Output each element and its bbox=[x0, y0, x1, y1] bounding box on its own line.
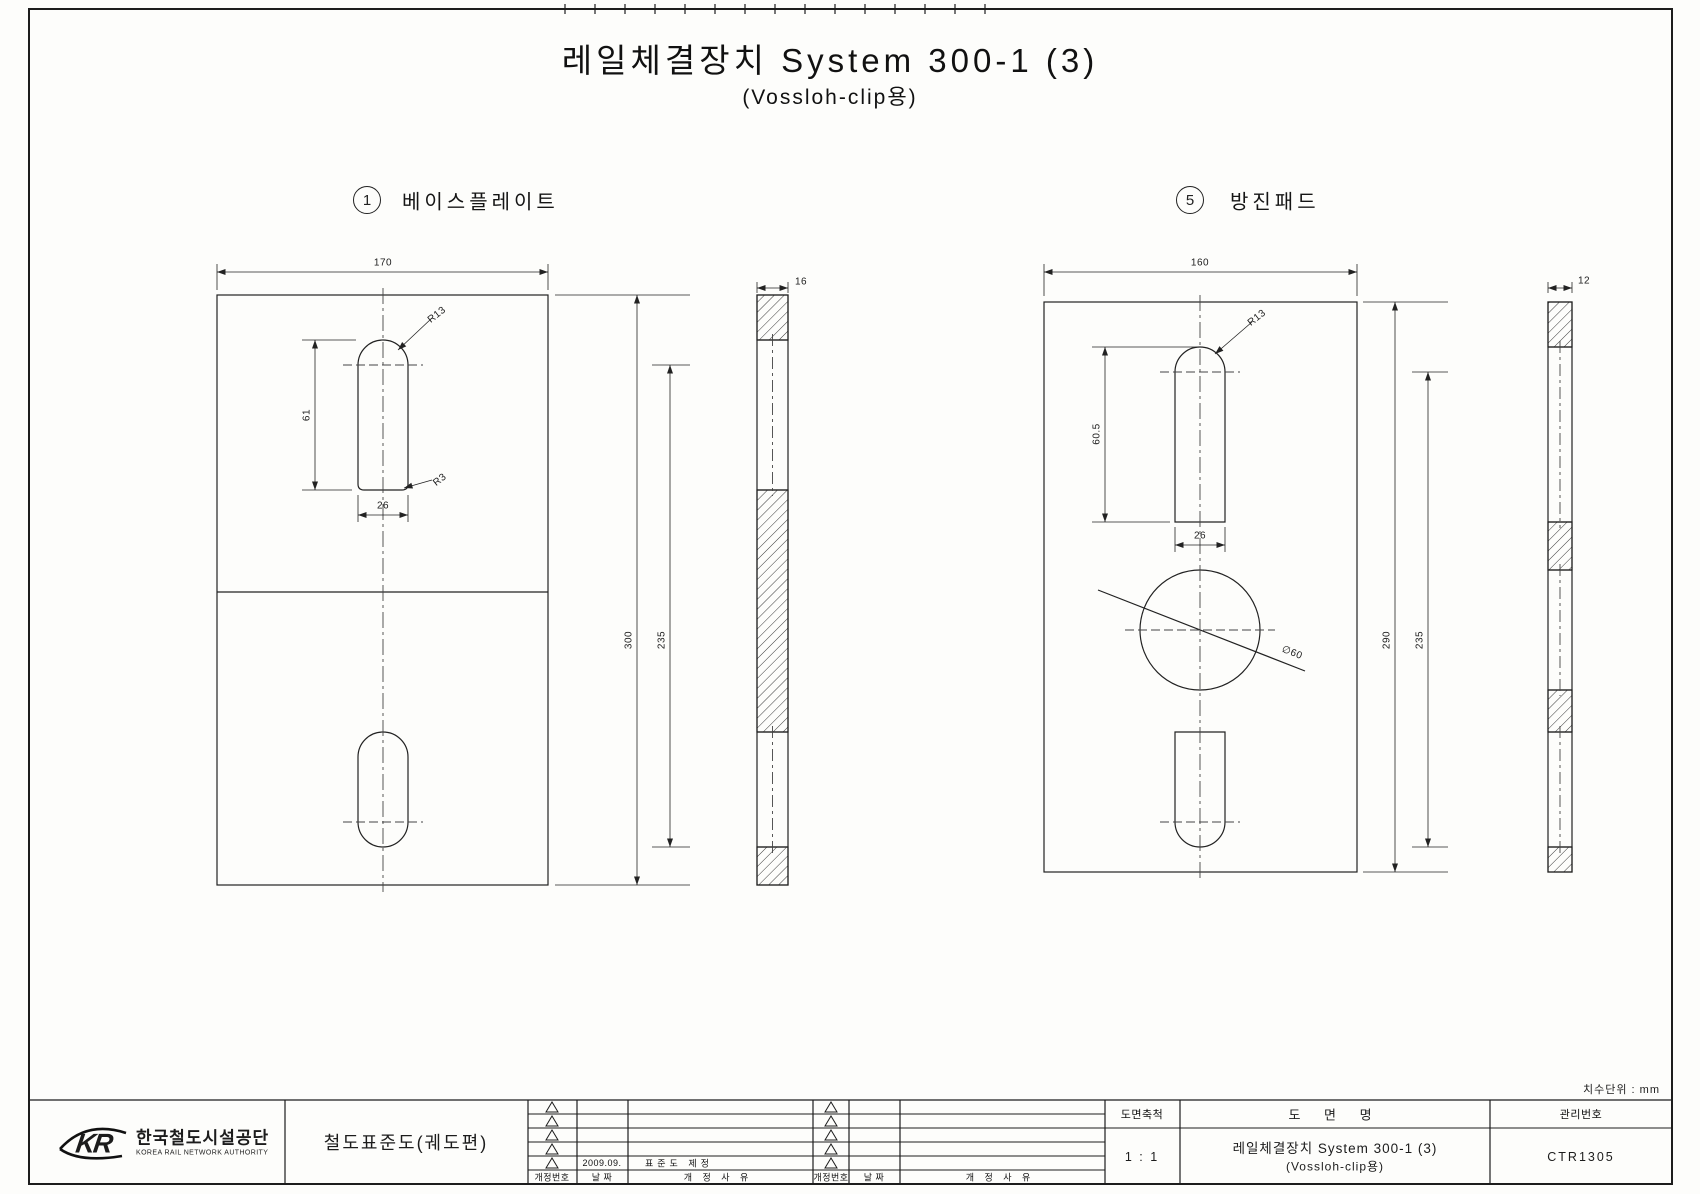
baseplate-centerlines bbox=[343, 288, 423, 892]
krnl-logo: KR bbox=[73, 1128, 114, 1159]
revision-col-no-right: 개정번호 bbox=[813, 1172, 849, 1183]
pad-dimensions bbox=[1043, 264, 1573, 873]
title-block-grid bbox=[29, 1099, 1672, 1184]
document-type: 철도표준도(궤도편) bbox=[323, 1133, 489, 1153]
baseplate-front-view bbox=[216, 294, 549, 886]
revision-entry-date: 2009.09. bbox=[582, 1158, 622, 1168]
dim-baseplate-thickness: 16 bbox=[795, 276, 808, 288]
drawing-title: 레일체결장치 System 300-1 (3) bbox=[561, 42, 1099, 79]
part-number-pad: 5 bbox=[1185, 191, 1195, 209]
dim-pad-slot-length: 60.5 bbox=[1091, 423, 1103, 445]
dim-pad-height: 290 bbox=[1381, 630, 1393, 650]
revision-col-date-right: 날 짜 bbox=[863, 1172, 885, 1183]
krnl-logo-swoosh bbox=[59, 1127, 127, 1160]
part-name-baseplate: 베이스플레이트 bbox=[402, 191, 559, 214]
revision-col-no-left: 개정번호 bbox=[534, 1172, 570, 1183]
dim-baseplate-slot-width: 26 bbox=[376, 500, 390, 512]
baseplate-side-view bbox=[756, 294, 789, 886]
drawing-name-line2: (Vossloh-clip용) bbox=[1285, 1159, 1385, 1174]
scale-label: 도면축척 bbox=[1120, 1109, 1164, 1121]
part-name-pad: 방진패드 bbox=[1230, 191, 1320, 214]
pad-front-view bbox=[1043, 301, 1358, 873]
dim-pad-span: 235 bbox=[1414, 630, 1426, 650]
drawing-number: CTR1305 bbox=[1547, 1150, 1615, 1164]
dim-baseplate-span: 235 bbox=[656, 630, 668, 650]
dim-baseplate-width: 170 bbox=[373, 257, 393, 269]
part-number-baseplate: 1 bbox=[362, 191, 372, 209]
drawing-name-line1: 레일체결장치 System 300-1 (3) bbox=[1232, 1141, 1438, 1156]
drawing-name-label: 도 면 명 bbox=[1288, 1107, 1382, 1123]
baseplate-dimensions bbox=[216, 264, 789, 886]
sheet-border bbox=[28, 4, 1673, 1185]
org-name: 한국철도시설공단 bbox=[136, 1128, 270, 1148]
unit-note: 치수단위 : mm bbox=[1583, 1084, 1660, 1096]
revision-entry-reason: 표준도 제정 bbox=[645, 1158, 713, 1169]
pad-centerlines bbox=[1125, 295, 1275, 879]
revision-col-reason-left: 개 정 사 유 bbox=[683, 1172, 753, 1183]
drawing-subtitle: (Vossloh-clip용) bbox=[742, 86, 918, 109]
revision-col-reason-right: 개 정 사 유 bbox=[965, 1172, 1035, 1183]
drawing-number-label: 관리번호 bbox=[1559, 1109, 1603, 1121]
part-number-badge-baseplate: 1 bbox=[353, 186, 381, 214]
dim-pad-width: 160 bbox=[1190, 257, 1210, 269]
dim-baseplate-height: 300 bbox=[623, 630, 635, 650]
pad-side-view bbox=[1547, 301, 1573, 873]
revision-col-date-left: 날 짜 bbox=[591, 1172, 613, 1183]
org-name-en: KOREA RAIL NETWORK AUTHORITY bbox=[136, 1149, 269, 1157]
dim-pad-slot-width: 26 bbox=[1193, 530, 1207, 542]
part-number-badge-pad: 5 bbox=[1176, 186, 1204, 214]
scale-value: 1 : 1 bbox=[1124, 1150, 1160, 1164]
dim-pad-thickness: 12 bbox=[1578, 275, 1591, 287]
dim-baseplate-slot-length: 61 bbox=[301, 408, 313, 422]
revision-triangle-icons bbox=[545, 1101, 838, 1169]
